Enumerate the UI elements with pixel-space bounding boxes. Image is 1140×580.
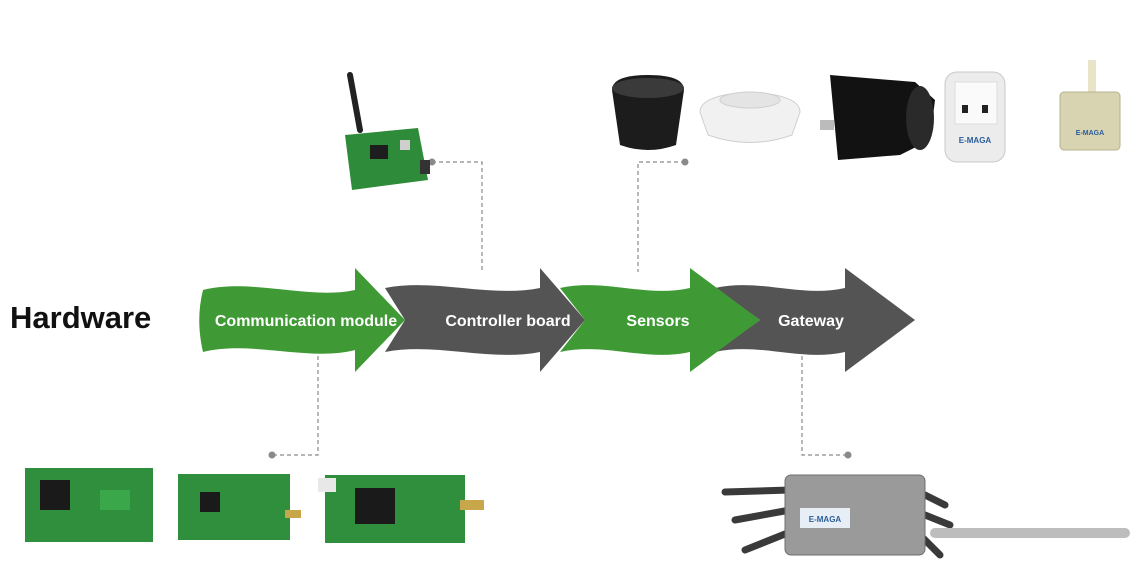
diagram-title: Hardware — [10, 300, 152, 335]
step-label-sensors: Sensors — [626, 313, 689, 330]
connector-controller-board — [428, 158, 483, 272]
communication-module-image-1 — [25, 468, 153, 542]
arrow-gateway — [715, 268, 915, 372]
connector-gateway — [801, 356, 852, 459]
step-label-controller-board: Controller board — [445, 313, 570, 330]
connector-sensors — [637, 158, 689, 272]
environment-sensor-image: E-MAGA — [1059, 60, 1121, 151]
svg-text:E-MAGA: E-MAGA — [1076, 130, 1104, 137]
sensor-hub-image — [612, 75, 684, 150]
svg-text:E-MAGA: E-MAGA — [959, 136, 992, 145]
arrow-sensors — [560, 268, 760, 372]
controller-board-image — [345, 72, 430, 190]
camera-sensor-image — [820, 75, 935, 160]
svg-text:E-MAGA: E-MAGA — [809, 515, 842, 524]
smoke-detector-image — [699, 91, 801, 143]
step-label-communication-module: Communication module — [215, 313, 397, 330]
connector-communication-module — [268, 356, 319, 459]
step-label-gateway: Gateway — [778, 313, 844, 330]
smart-socket-image: E-MAGA — [944, 71, 1006, 163]
arrow-communication-module — [199, 268, 405, 372]
communication-module-image-3 — [318, 475, 484, 543]
arrow-controller-board — [385, 268, 585, 372]
communication-module-image-2 — [178, 474, 301, 540]
gateway-image: E-MAGA — [721, 474, 1130, 559]
